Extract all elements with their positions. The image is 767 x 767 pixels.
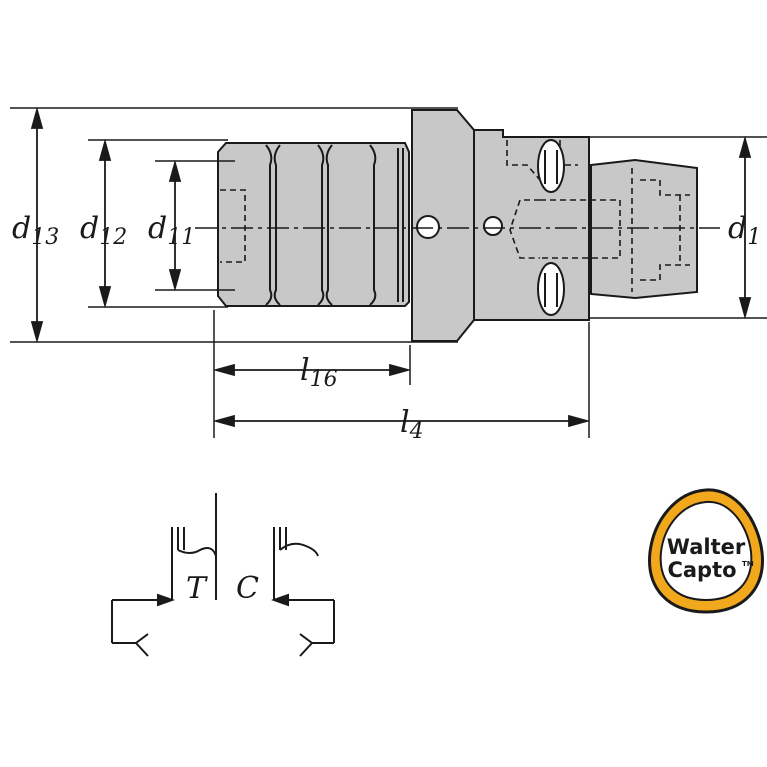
tc-symbols bbox=[111, 493, 335, 657]
label-d12: d12 bbox=[80, 211, 127, 250]
label-d13: d13 bbox=[12, 211, 59, 250]
label-l4: l4 bbox=[400, 405, 424, 444]
flange-hole bbox=[416, 215, 440, 239]
dimension-labels: d13 d12 d11 d1 l16 l4 bbox=[12, 211, 761, 444]
dimension-arrows bbox=[30, 106, 752, 428]
clamping-bolts bbox=[537, 139, 565, 316]
tool-holder-part bbox=[217, 109, 698, 342]
walter-capto-logo: Walter Capto TM bbox=[648, 488, 764, 614]
logo-inner bbox=[659, 500, 753, 602]
logo-text-capto: Capto bbox=[667, 558, 736, 582]
body-hole bbox=[483, 216, 503, 236]
label-t: T bbox=[186, 571, 208, 606]
extension-lines bbox=[10, 107, 767, 438]
label-d11: d11 bbox=[148, 211, 195, 250]
logo-tm: TM bbox=[742, 560, 754, 568]
upper-bolt bbox=[537, 139, 565, 193]
label-l16: l16 bbox=[300, 353, 338, 392]
lower-bolt bbox=[537, 262, 565, 316]
logo-text-walter: Walter bbox=[667, 535, 746, 559]
label-c: C bbox=[236, 571, 259, 606]
shank-body bbox=[217, 142, 410, 307]
label-d1: d1 bbox=[728, 211, 761, 250]
holes bbox=[416, 215, 503, 239]
